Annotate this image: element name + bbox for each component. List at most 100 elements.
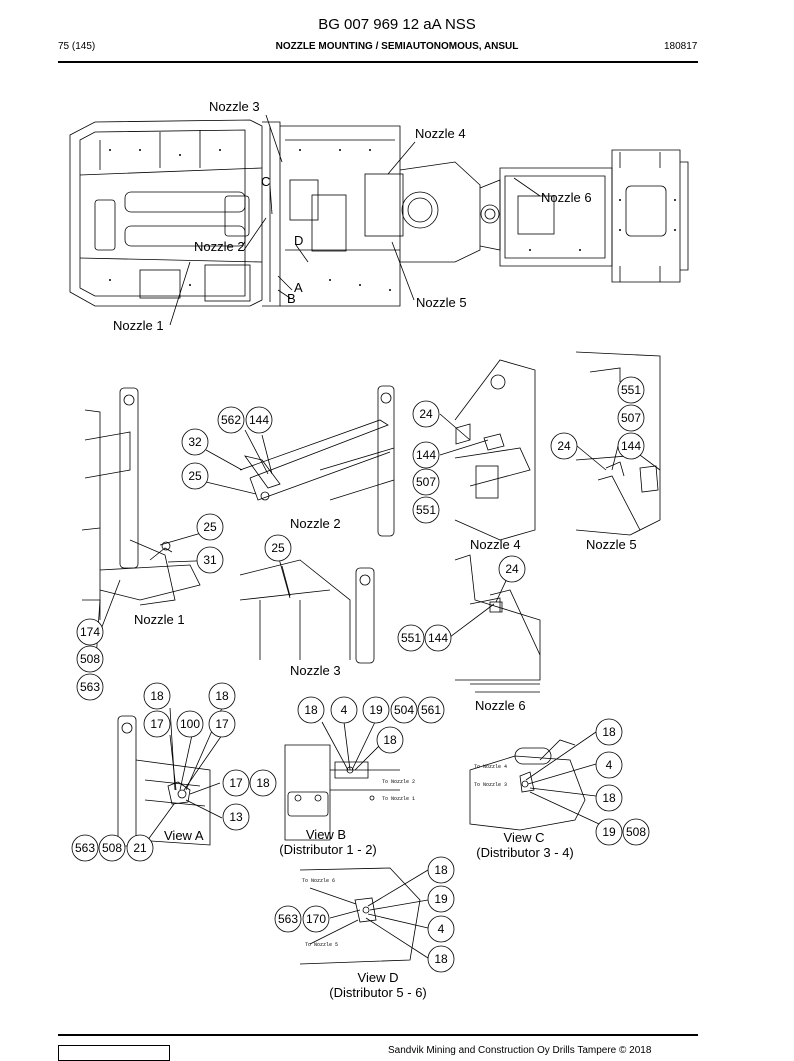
caption-view-a: View A — [164, 828, 204, 843]
balloon-144: 144 — [245, 406, 273, 434]
tag-to-nozzle-3: To Nozzle 3 — [474, 782, 507, 788]
footer-rule — [58, 1034, 698, 1036]
svg-text:508: 508 — [80, 652, 100, 666]
detail-nozzle-4-drawing — [454, 359, 536, 541]
balloon-18: 18 — [143, 682, 171, 710]
balloon-18: 18 — [427, 856, 455, 884]
balloon-551: 551 — [412, 496, 440, 524]
caption-view-c: View C — [504, 830, 545, 845]
balloon-18: 18 — [427, 945, 455, 973]
svg-text:25: 25 — [271, 541, 285, 555]
svg-text:19: 19 — [434, 892, 448, 906]
svg-text:18: 18 — [383, 733, 397, 747]
balloon-4: 4 — [595, 751, 623, 779]
svg-text:24: 24 — [419, 407, 433, 421]
svg-text:508: 508 — [102, 841, 122, 855]
svg-text:19: 19 — [602, 825, 616, 839]
svg-text:24: 24 — [557, 439, 571, 453]
overview-label-nozzle-4: Nozzle 4 — [415, 126, 466, 141]
overview-label-b: B — [287, 291, 296, 306]
balloon-24: 24 — [550, 432, 578, 460]
tag-to-nozzle-6: To Nozzle 6 — [302, 878, 335, 884]
balloon-24: 24 — [412, 400, 440, 428]
balloon-18: 18 — [208, 682, 236, 710]
svg-text:18: 18 — [256, 776, 270, 790]
balloon-174: 174 — [76, 618, 104, 646]
svg-text:508: 508 — [626, 825, 646, 839]
balloon-19: 19 — [427, 885, 455, 913]
svg-text:551: 551 — [416, 503, 436, 517]
svg-text:18: 18 — [434, 863, 448, 877]
svg-text:19: 19 — [369, 703, 383, 717]
overview-drawing — [69, 114, 689, 326]
balloon-19: 19 — [595, 818, 623, 846]
svg-text:32: 32 — [188, 435, 202, 449]
section-title: NOZZLE MOUNTING / SEMIAUTONOMOUS, ANSUL — [275, 41, 519, 52]
svg-text:13: 13 — [229, 810, 243, 824]
balloon-31: 31 — [196, 546, 224, 574]
balloon-551: 551 — [617, 376, 645, 404]
svg-text:25: 25 — [188, 469, 202, 483]
svg-text:25: 25 — [203, 520, 217, 534]
overview-label-nozzle-5: Nozzle 5 — [416, 295, 467, 310]
balloon-563: 563 — [274, 905, 302, 933]
caption-nozzle-2: Nozzle 2 — [290, 516, 341, 531]
svg-text:562: 562 — [221, 413, 241, 427]
tag-to-nozzle-4: To Nozzle 4 — [474, 764, 507, 770]
svg-text:31: 31 — [203, 553, 217, 567]
caption-nozzle-6: Nozzle 6 — [475, 698, 526, 713]
svg-text:561: 561 — [421, 703, 441, 717]
balloon-4: 4 — [427, 915, 455, 943]
balloon-504: 504 — [390, 696, 418, 724]
caption-nozzle-3: Nozzle 3 — [290, 663, 341, 678]
caption-nozzle-4: Nozzle 4 — [470, 537, 521, 552]
balloon-24: 24 — [498, 555, 526, 583]
overview-label-a: A — [294, 280, 303, 295]
part-balloons: 562 144 32 25 25 31 25 174 508 563 24 14… — [71, 376, 650, 973]
balloon-563: 563 — [71, 834, 99, 862]
balloon-508: 508 — [76, 645, 104, 673]
svg-text:4: 4 — [341, 703, 348, 717]
balloon-25: 25 — [181, 462, 209, 490]
svg-text:17: 17 — [229, 776, 243, 790]
svg-text:18: 18 — [150, 689, 164, 703]
caption-view-b: View B — [306, 827, 346, 842]
company-logo — [58, 1045, 170, 1061]
balloon-18: 18 — [249, 769, 277, 797]
svg-text:100: 100 — [180, 717, 200, 731]
header-rule — [58, 61, 698, 63]
svg-text:18: 18 — [304, 703, 318, 717]
overview-label-c: C — [261, 174, 270, 189]
overview-label-nozzle-6: Nozzle 6 — [541, 190, 592, 205]
balloon-4: 4 — [330, 696, 358, 724]
overview-label-nozzle-1: Nozzle 1 — [113, 318, 164, 333]
footer-copyright: Sandvik Mining and Construction Oy Drill… — [388, 1045, 652, 1056]
svg-text:17: 17 — [215, 717, 229, 731]
document-date: 180817 — [664, 41, 698, 52]
overview-label-nozzle-2: Nozzle 2 — [194, 239, 245, 254]
balloon-18: 18 — [297, 696, 325, 724]
detail-nozzle-2-drawing — [239, 385, 395, 537]
balloon-561: 561 — [417, 696, 445, 724]
balloon-18: 18 — [595, 718, 623, 746]
overview-label-d: D — [294, 233, 303, 248]
balloon-144: 144 — [617, 432, 645, 460]
overview-label-nozzle-3: Nozzle 3 — [209, 99, 260, 114]
balloon-508: 508 — [622, 818, 650, 846]
svg-text:144: 144 — [416, 448, 436, 462]
svg-text:507: 507 — [621, 411, 641, 425]
balloon-144: 144 — [412, 441, 440, 469]
caption-nozzle-5: Nozzle 5 — [586, 537, 637, 552]
balloon-17: 17 — [143, 710, 171, 738]
svg-text:174: 174 — [80, 625, 100, 639]
caption-view-b-sub: (Distributor 1 - 2) — [279, 842, 377, 857]
balloon-100: 100 — [176, 710, 204, 738]
svg-text:24: 24 — [505, 562, 519, 576]
balloon-19: 19 — [362, 696, 390, 724]
tag-to-nozzle-2: To Nozzle 2 — [382, 779, 415, 785]
svg-text:551: 551 — [621, 383, 641, 397]
tag-to-nozzle-5: To Nozzle 5 — [305, 942, 338, 948]
balloon-17: 17 — [222, 769, 250, 797]
svg-text:21: 21 — [133, 841, 147, 855]
